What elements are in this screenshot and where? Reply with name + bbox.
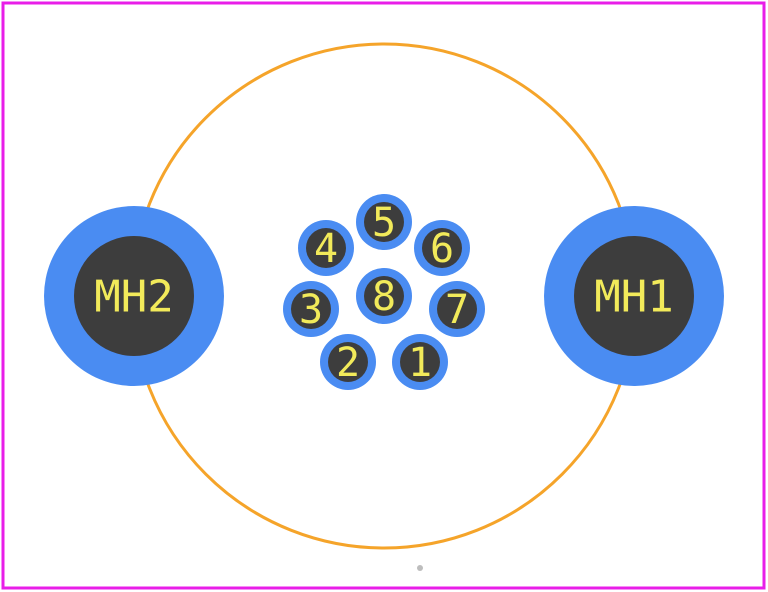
mounting-hole-mh2[interactable]: MH2 <box>44 206 224 386</box>
pin-1-hole <box>400 342 440 382</box>
pin-3-label: 3 <box>299 287 323 333</box>
pin-3-hole <box>291 289 331 329</box>
pin-6-label: 6 <box>430 226 454 272</box>
pin-8-label: 8 <box>372 274 396 320</box>
pin-2-pad[interactable]: 2 <box>320 334 376 390</box>
pin-3-pad[interactable]: 3 <box>283 281 339 337</box>
mounting-hole-mh1[interactable]: MH1 <box>544 206 724 386</box>
pin-6-hole <box>422 228 462 268</box>
pin-2-hole <box>328 342 368 382</box>
pin-8-hole <box>364 276 404 316</box>
pin-1-label: 1 <box>408 340 432 386</box>
pin-4-hole <box>306 228 346 268</box>
pin-2-label: 2 <box>336 340 360 386</box>
mh1-drill-hole <box>574 236 694 356</box>
pin-7-hole <box>437 289 477 329</box>
pin-7-label: 7 <box>445 287 469 333</box>
pin-5-hole <box>364 202 404 242</box>
mh2-drill-hole <box>74 236 194 356</box>
pin-1-pad[interactable]: 1 <box>392 334 448 390</box>
pin-8-pad[interactable]: 8 <box>356 268 412 324</box>
origin-marker <box>417 565 423 571</box>
mh1-label: MH1 <box>594 272 673 323</box>
pin-4-pad[interactable]: 4 <box>298 220 354 276</box>
pin-7-pad[interactable]: 7 <box>429 281 485 337</box>
pin-5-label: 5 <box>372 200 396 246</box>
pin-5-pad[interactable]: 5 <box>356 194 412 250</box>
pin-6-pad[interactable]: 6 <box>414 220 470 276</box>
pin-4-label: 4 <box>314 226 338 272</box>
mh2-label: MH2 <box>94 272 173 323</box>
